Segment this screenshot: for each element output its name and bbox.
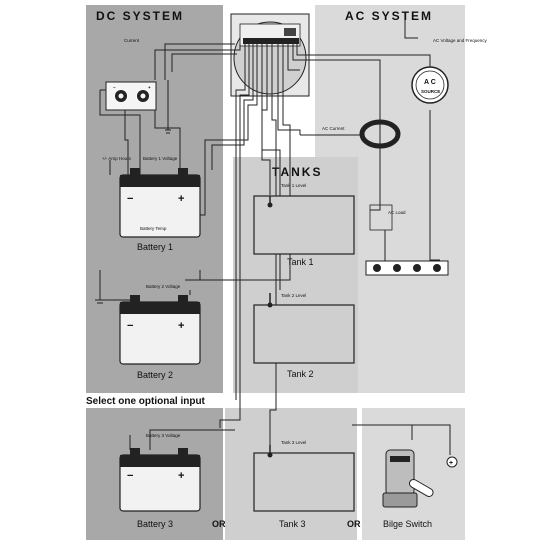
svg-text:−: − — [127, 193, 133, 205]
bilge-switch: + — [382, 449, 458, 508]
svg-text:+: + — [178, 320, 184, 332]
svg-text:+: + — [178, 470, 184, 482]
tank-2-caption: Tank 2 — [287, 369, 314, 379]
optional-heading: Select one optional input — [86, 396, 206, 407]
tank-3-caption: Tank 3 — [279, 519, 306, 529]
tank-2-level-label: Tank 2 Level — [281, 293, 306, 298]
battery-3-voltage-label: Battery 3 Voltage — [146, 433, 181, 438]
tank-1-level-label: Tank 1 Level — [281, 183, 306, 188]
tank-1-caption: Tank 1 — [287, 257, 314, 267]
monitor-unit — [230, 13, 310, 97]
svg-text:+: + — [449, 460, 453, 467]
svg-text:−: − — [127, 320, 133, 332]
dc-system-title: DC SYSTEM — [96, 9, 184, 23]
bilge-switch-caption: Bilge Switch — [383, 519, 432, 529]
tank-3-level-label: Tank 3 Level — [281, 440, 306, 445]
ac-load — [369, 204, 393, 231]
ac-system-title: AC SYSTEM — [345, 9, 433, 23]
battery-1-voltage-label: Battery 1 Voltage — [143, 156, 178, 161]
shunt: − + — [105, 81, 157, 111]
battery-2: − + — [119, 295, 201, 365]
svg-text:−: − — [127, 470, 133, 482]
amp-hours-label: +/- Amp Hours — [102, 156, 132, 161]
ac-source-top: A C — [424, 79, 436, 86]
tank-3 — [253, 445, 355, 512]
ac-load-label: AC Load — [388, 210, 406, 215]
or-label-1: OR — [212, 519, 226, 529]
ac-current-label: AC Current — [322, 126, 345, 131]
ac-voltage-frequency-label: AC Voltage and Frequency — [433, 38, 488, 43]
current-label: Current — [124, 38, 140, 43]
tank-2 — [253, 293, 355, 364]
battery-2-voltage-label: Battery 2 Voltage — [146, 284, 181, 289]
battery-1-caption: Battery 1 — [137, 242, 173, 252]
battery-1: − + — [119, 168, 201, 238]
battery-2-caption: Battery 2 — [137, 370, 173, 380]
svg-text:+: + — [148, 85, 151, 90]
svg-text:−: − — [113, 85, 116, 90]
wires — [95, 20, 451, 455]
or-label-2: OR — [347, 519, 361, 529]
current-ring — [359, 119, 401, 149]
battery-temp-label: Battery Temp — [140, 226, 167, 231]
battery-3: − + — [119, 448, 201, 512]
svg-text:+: + — [178, 193, 184, 205]
ac-source — [411, 66, 449, 104]
ac-source-bottom: SOURCE — [421, 89, 440, 94]
tank-1 — [253, 195, 355, 255]
tanks-title: TANKS — [272, 165, 322, 179]
bus-bar — [365, 260, 449, 276]
battery-3-caption: Battery 3 — [137, 519, 173, 529]
